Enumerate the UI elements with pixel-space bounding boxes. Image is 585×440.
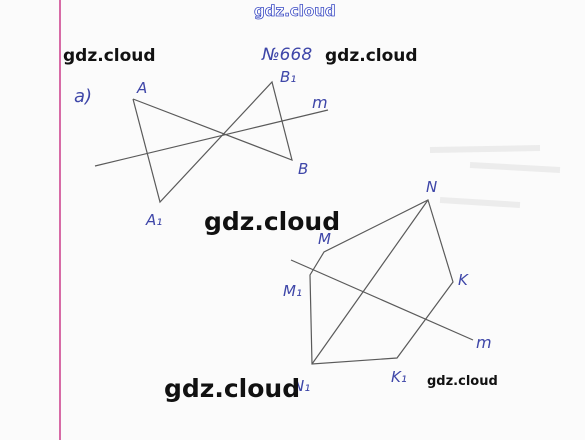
label-k1: K₁: [391, 368, 407, 386]
watermark: gdz.cloud: [164, 374, 301, 403]
paper-texture: [429, 145, 561, 208]
label-m-top: m: [312, 93, 328, 112]
handwriting: №668 a) A B₁ m B A₁ N M K M₁ m N₁ K₁: [74, 45, 492, 395]
watermark: gdz.cloud: [427, 374, 498, 389]
watermark-top: gdz.cloud: [254, 2, 336, 21]
label-n: N: [426, 178, 437, 196]
problem-number: №668: [261, 45, 312, 65]
axis-m-bottom: [290, 259, 474, 341]
label-n1: N₁: [293, 377, 310, 395]
label-m: M: [318, 230, 331, 248]
label-a: A: [136, 79, 147, 97]
axis-m-top: [94, 109, 329, 167]
watermark: gdz.cloud: [204, 207, 341, 236]
margin-line: [59, 0, 61, 440]
watermark: gdz.cloud: [63, 46, 156, 66]
label-b1: B₁: [280, 68, 296, 86]
label-k: K: [458, 271, 469, 289]
part-label: a): [74, 86, 92, 107]
watermark: gdz.cloud: [325, 46, 418, 66]
label-m1: M₁: [283, 282, 302, 300]
figure-b: [290, 199, 474, 365]
diagonal-nn1: [311, 199, 429, 365]
label-b: B: [298, 160, 308, 178]
triangle-abb1: [132, 80, 293, 204]
figure-a: [94, 80, 329, 204]
label-m-bottom: m: [476, 333, 492, 352]
label-a1: A₁: [145, 211, 162, 229]
